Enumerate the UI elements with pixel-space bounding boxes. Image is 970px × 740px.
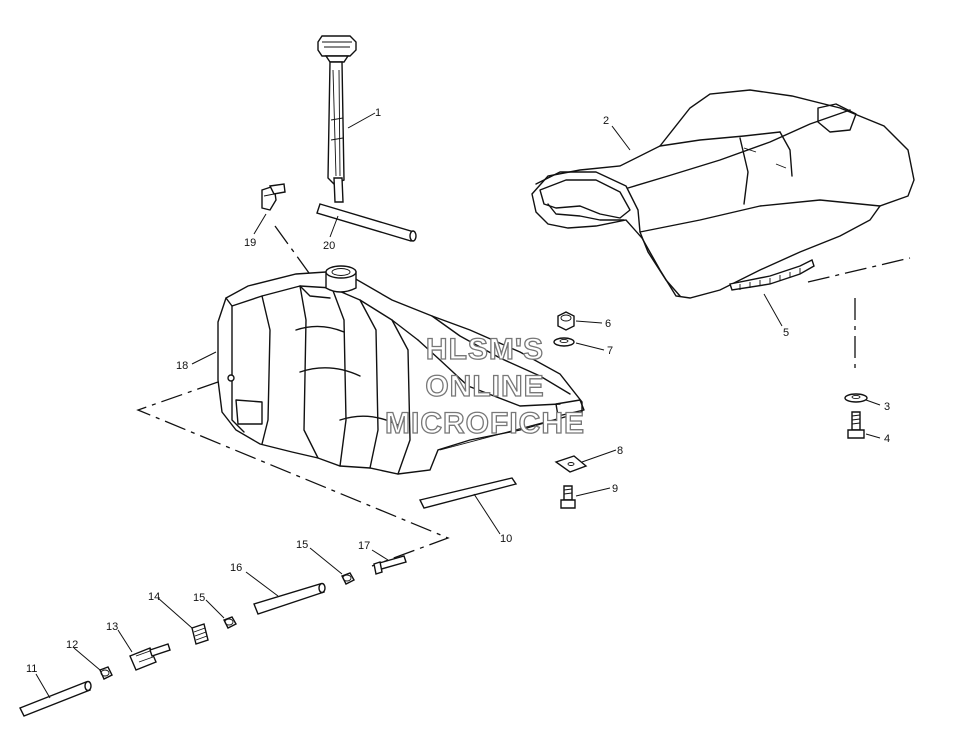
- part-12-clamp[interactable]: [99, 666, 113, 680]
- part-15-clamp-upper[interactable]: [341, 572, 355, 585]
- callout-6: 6: [605, 318, 611, 330]
- part-14-grommet[interactable]: [191, 623, 209, 645]
- tank-mounting-outline: [136, 381, 450, 567]
- callout-16: 16: [230, 562, 242, 574]
- part-15-clamp-lower[interactable]: [223, 616, 237, 629]
- callout-4: 4: [884, 433, 890, 445]
- part-20-hose[interactable]: [316, 203, 417, 242]
- watermark-line-3: MICROFICHE: [385, 407, 585, 440]
- callout-11: 11: [26, 663, 37, 675]
- callout-15-lower: 15: [193, 592, 205, 604]
- part-3-washer[interactable]: [844, 393, 868, 403]
- callout-3: 3: [884, 401, 890, 413]
- part-11-hose[interactable]: [19, 680, 92, 717]
- callout-7: 7: [607, 345, 613, 357]
- leader-lines: [35, 112, 881, 699]
- watermark: HLSM'S ONLINE MICROFICHE: [384, 332, 585, 440]
- callout-20: 20: [323, 240, 335, 252]
- watermark-line-2: ONLINE: [425, 370, 544, 403]
- callout-2: 2: [603, 115, 609, 127]
- part-8-pad[interactable]: [554, 455, 588, 473]
- watermark-line-1: HLSM'S: [426, 333, 544, 366]
- part-1-fuel-sender[interactable]: [317, 35, 357, 203]
- part-5-seat-strip[interactable]: [729, 259, 815, 291]
- callout-18: 18: [176, 360, 188, 372]
- callout-13: 13: [106, 621, 118, 633]
- callout-8: 8: [617, 445, 623, 457]
- part-13-valve[interactable]: [129, 643, 171, 671]
- part-9-bolt[interactable]: [560, 485, 576, 509]
- callout-9: 9: [612, 483, 618, 495]
- part-19-fitting[interactable]: [261, 183, 286, 211]
- callout-labels: 1 2 3 4 5 6 7 8 9 10 11 12 13 14 15 15 1…: [26, 107, 890, 675]
- part-18-fuel-tank[interactable]: [217, 265, 585, 475]
- part-4-bolt[interactable]: [847, 411, 865, 439]
- part-6-nut[interactable]: [557, 311, 575, 331]
- callout-5: 5: [783, 327, 789, 339]
- callout-17: 17: [358, 540, 370, 552]
- callout-15-upper: 15: [296, 539, 308, 551]
- callout-14: 14: [148, 591, 160, 603]
- callout-19: 19: [244, 237, 256, 249]
- callout-10: 10: [500, 533, 512, 545]
- callout-1: 1: [375, 107, 381, 119]
- part-17-fitting[interactable]: [373, 555, 407, 575]
- seat-alignment-line: [807, 257, 911, 283]
- part-16-hose[interactable]: [253, 582, 326, 615]
- callout-12: 12: [66, 639, 78, 651]
- part-10-strip[interactable]: [418, 477, 518, 509]
- part-2-seat[interactable]: [531, 89, 915, 299]
- part-7-washer[interactable]: [553, 337, 575, 347]
